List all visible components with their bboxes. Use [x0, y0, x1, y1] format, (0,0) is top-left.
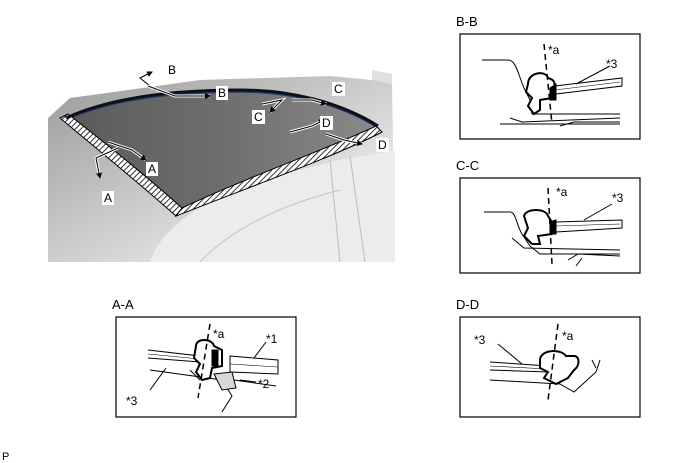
aa-part-3: *3	[126, 394, 138, 408]
section-cc-drawing	[484, 187, 623, 267]
aa-part-2: *2	[258, 377, 270, 391]
bb-center-mark: *a	[548, 43, 560, 57]
dd-part-3: *3	[474, 333, 486, 347]
marker-a-upper: A	[146, 162, 159, 176]
marker-b-lower: B	[216, 86, 229, 100]
section-aa-drawing	[147, 323, 279, 413]
section-dd-frame	[459, 316, 641, 418]
aa-center-mark: *a	[213, 327, 225, 341]
footer-code: P	[2, 451, 10, 463]
section-dd-drawing	[489, 323, 601, 401]
cc-part-3: *3	[612, 191, 624, 205]
section-aa-frame	[115, 316, 297, 418]
marker-d-upper: D	[320, 116, 333, 130]
section-title-dd: D-D	[456, 297, 480, 312]
marker-d-lower: D	[376, 138, 389, 152]
cc-center-mark: *a	[556, 185, 568, 199]
bb-part-3: *3	[606, 57, 618, 71]
section-title-bb: B-B	[456, 14, 478, 29]
car-side-panel	[150, 150, 395, 262]
marker-a-lower: A	[102, 191, 115, 205]
section-bb-frame	[459, 33, 641, 140]
marker-b-upper: B	[168, 63, 177, 77]
section-title-aa: A-A	[112, 297, 134, 312]
aa-part-1: *1	[266, 332, 278, 346]
marker-c-upper: C	[332, 82, 345, 96]
marker-c-lower: C	[252, 110, 265, 124]
section-cc-frame	[459, 177, 641, 274]
dd-center-mark: *a	[562, 329, 574, 343]
section-title-cc: C-C	[456, 158, 480, 173]
section-bb-drawing	[482, 43, 623, 127]
